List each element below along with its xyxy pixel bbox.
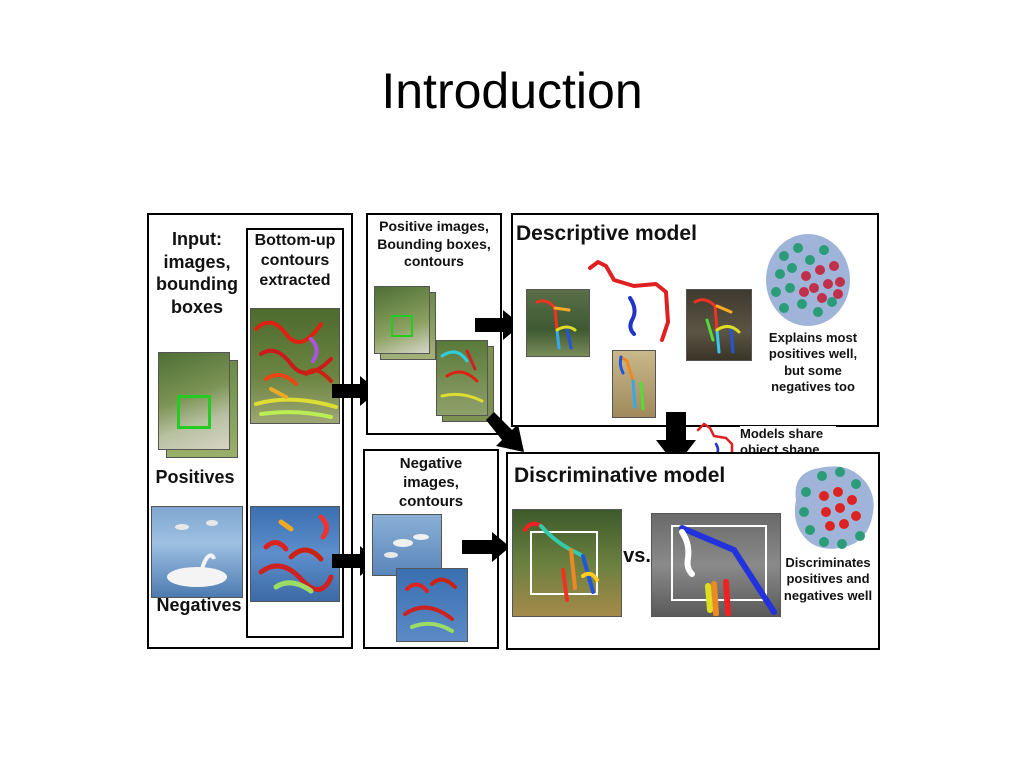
bounding-box [177,395,211,429]
negative-panel-contours-svg [403,577,457,633]
positive-panel-stack-1 [374,286,436,360]
descriptive-giraffe-image-1 [526,289,590,357]
input-label: Input: images, bounding boxes [156,229,238,317]
vs-label: vs. [623,545,651,567]
arrow-negatives-to-discriminative [462,532,510,562]
descriptive-giraffe-2-svg [618,355,645,411]
descriptive-giraffe-1-svg [535,299,577,350]
arrow-to-discriminative-model-diagonal [486,412,524,452]
contours-label: Bottom-up contours extracted [254,232,336,289]
negative-panel-contour-image [396,568,468,642]
descriptive-model-caption: Explains most positives well, but some n… [768,330,858,394]
descriptive-negative-image [686,289,752,361]
positive-panel-stack-2 [436,340,494,422]
negative-contour-image [250,506,340,602]
discriminative-cluster-svg [794,466,874,549]
arrow-to-descriptive-model [475,310,521,340]
swan-svg [167,520,227,587]
descriptive-negative-svg [693,298,741,354]
descriptive-model-title: Descriptive model [516,222,697,245]
discriminative-model-caption: Discriminates positives and negatives we… [783,555,873,603]
slide-title: Introduction [381,63,643,119]
discriminative-model-title: Discriminative model [514,464,726,487]
positive-image-front [158,352,230,450]
positives-label: Positives [155,467,235,487]
discriminative-positive-svg [523,521,599,602]
discriminative-negative-svg [671,525,777,616]
positive-panel-contours-svg [440,349,484,403]
descriptive-giraffe-image-2 [612,350,656,418]
positive-panel-contour-front [436,340,488,416]
negatives-label: Negatives [156,595,242,615]
positive-panel-image-front [374,286,430,354]
discriminative-positive-image [512,509,622,617]
negative-panel-swan-svg [384,534,429,558]
negative-panel-swan-image [372,514,442,576]
descriptive-cluster-svg [766,234,850,326]
positive-contours-svg [254,320,338,419]
positive-image-stack [158,352,238,462]
giraffe-shape-model-svg [588,260,670,342]
positive-panel-label: Positive images, Bounding boxes, contour… [377,218,491,269]
negative-swan-image [151,506,243,598]
positive-panel-bbox [391,315,413,337]
positive-contour-image [250,308,340,424]
negative-panel-label: Negative images, contours [398,455,464,510]
negative-contours-svg [258,514,334,594]
discriminative-negative-image [651,513,781,617]
